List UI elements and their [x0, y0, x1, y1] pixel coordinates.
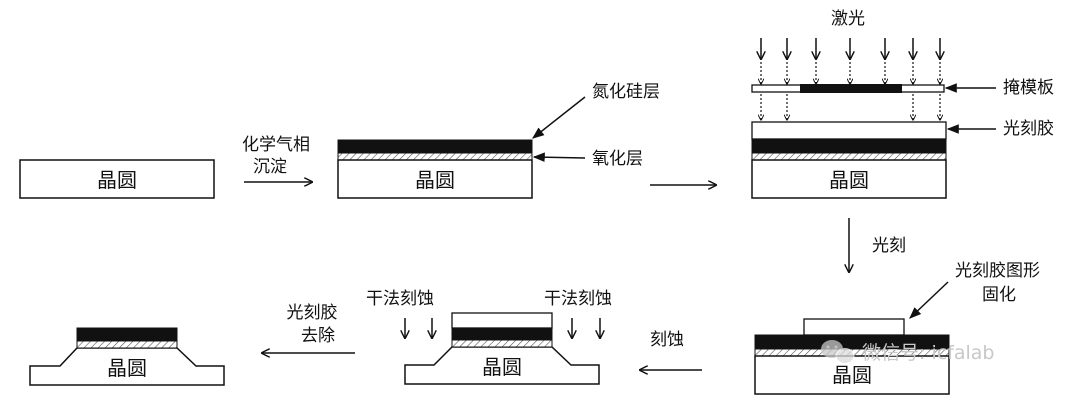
oxide-layer-5 — [451, 339, 553, 348]
photoresist-pattern-5 — [451, 312, 553, 329]
mask-opaque-region — [800, 84, 902, 93]
step-etch: 刻蚀 — [640, 330, 702, 370]
laser-dashed-arrows-lower — [761, 94, 940, 120]
dry-etch-left-label: 干法刻蚀 — [366, 289, 434, 309]
wafer-3 — [751, 159, 947, 199]
oxide-layer-6 — [76, 340, 178, 349]
etch-label: 刻蚀 — [650, 330, 684, 350]
wafer-5-label: 晶圆 — [482, 355, 522, 379]
watermark-text: 微信号: icfalab — [862, 342, 994, 364]
stage-2-deposited: 晶圆 氮化硅层 氧化层 — [337, 82, 660, 199]
cvd-label-line2: 沉淀 — [253, 157, 287, 177]
wafer-4-label: 晶圆 — [832, 363, 872, 387]
wafer-1 — [19, 159, 215, 199]
step-strip: 光刻胶 去除 — [262, 303, 355, 353]
stage-3-exposure: 激光 晶圆 — [751, 9, 1054, 199]
nitride-layer-3 — [751, 138, 947, 154]
photoresist-layer-3 — [751, 121, 947, 140]
oxide-layer-2 — [337, 152, 533, 161]
laser-arrows — [761, 38, 940, 59]
nitride-layer-2 — [337, 139, 533, 154]
stage-1-bare-wafer: 晶圆 — [19, 159, 215, 199]
nitride-pointer — [532, 96, 586, 139]
wafer-3-label: 晶圆 — [829, 168, 869, 192]
lithography-label: 光刻 — [872, 236, 906, 256]
photoresist-pattern-4 — [803, 318, 905, 336]
watermark: 微信号: icfalab — [821, 340, 994, 364]
wafer-1-label: 晶圆 — [97, 168, 137, 192]
cvd-label-line1: 化学气相 — [242, 135, 310, 155]
wafer-4 — [754, 355, 950, 395]
stage-5-etched: 干法刻蚀 干法刻蚀 晶圆 — [366, 289, 612, 385]
wafer-2 — [337, 159, 533, 199]
step-cvd: 化学气相 沉淀 — [242, 135, 312, 182]
mask-label: 掩模板 — [1003, 78, 1054, 98]
oxide-pointer — [532, 152, 586, 163]
wafer-2-label: 晶圆 — [415, 168, 455, 192]
laser-label: 激光 — [831, 9, 865, 29]
nitride-layer-6 — [76, 327, 178, 342]
nitride-layer-5 — [451, 327, 553, 341]
stage-4-developed: 光刻胶图形 固化 晶圆 — [754, 261, 1040, 395]
oxide-layer-3 — [751, 152, 947, 161]
nitride-label: 氮化硅层 — [592, 82, 660, 102]
photoresist-label: 光刻胶 — [1003, 119, 1054, 139]
step-lithography: 光刻 — [849, 218, 906, 272]
strip-label-line1: 光刻胶 — [287, 303, 338, 323]
wechat-logo-icon — [821, 340, 855, 364]
stage-6-final: 晶圆 — [29, 327, 225, 386]
dry-etch-right-label: 干法刻蚀 — [544, 289, 612, 309]
laser-dashed-arrows-upper — [761, 62, 940, 84]
strip-label-line2: 去除 — [301, 326, 335, 346]
cured-pointer — [909, 281, 949, 319]
oxide-label: 氧化层 — [592, 149, 643, 169]
cured-label-line2: 固化 — [982, 285, 1016, 305]
cured-label-line1: 光刻胶图形 — [955, 261, 1040, 281]
wafer-6-label: 晶圆 — [107, 356, 147, 380]
